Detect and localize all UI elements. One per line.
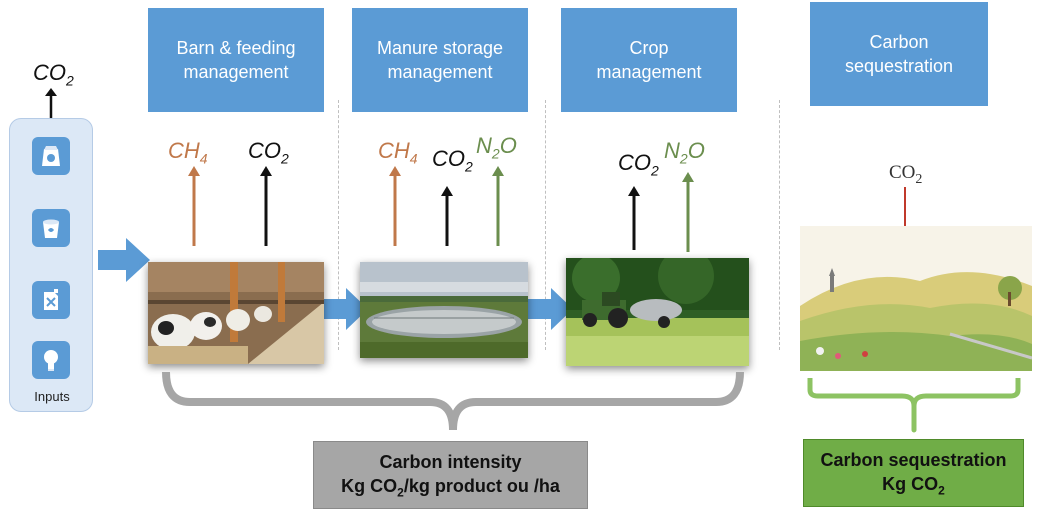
stage-box-barn: Barn & feeding management xyxy=(148,8,324,112)
carbon-intensity-box: Carbon intensity Kg CO2/kg product ou /h… xyxy=(313,441,588,509)
carbon-intensity-bracket xyxy=(162,372,744,431)
inputs-label: Inputs xyxy=(34,389,70,404)
stage-box-manure: Manure storage management xyxy=(352,8,528,112)
divider xyxy=(779,100,780,350)
carbon-sequestration-box: Carbon sequestration Kg CO2 xyxy=(803,439,1024,507)
ch4-arrow xyxy=(389,166,401,246)
co2-arrow xyxy=(628,186,640,250)
barn-photo xyxy=(148,262,324,364)
fuel-can-icon xyxy=(32,281,70,319)
up-arrow xyxy=(45,88,57,118)
crop-co2-label: CO2 xyxy=(618,150,659,179)
divider xyxy=(338,100,339,350)
stage-box-sequestration: Carbon sequestration xyxy=(810,2,988,106)
carbon-sequestration-title: Carbon sequestration xyxy=(820,450,1007,470)
manure-pit-photo xyxy=(360,262,528,358)
ch4-arrow xyxy=(188,166,200,246)
landscape-illustration xyxy=(800,226,1032,371)
manure-co2-label: CO2 xyxy=(432,146,473,175)
flow-arrow xyxy=(98,238,150,282)
electricity-bulb-icon xyxy=(32,341,70,379)
inputs-co2-label: CO2 xyxy=(33,60,74,89)
flow-arrow xyxy=(525,288,573,330)
inputs-panel: Inputs xyxy=(9,118,93,412)
co2-arrow xyxy=(441,186,453,246)
barn-ch4-label: CH4 xyxy=(168,138,208,167)
n2o-arrow xyxy=(682,172,694,252)
crop-n2o-label: N2O xyxy=(664,138,705,167)
flow-arrow xyxy=(320,288,368,330)
divider xyxy=(545,100,546,350)
water-bucket-icon xyxy=(32,209,70,247)
barn-co2-label: CO2 xyxy=(248,138,289,167)
carbon-sequestration-bracket xyxy=(807,378,1021,433)
manure-ch4-label: CH4 xyxy=(378,138,418,167)
carbon-intensity-unit: Kg CO2/kg product ou /ha xyxy=(341,476,560,500)
n2o-arrow xyxy=(492,166,504,246)
manure-n2o-label: N2O xyxy=(476,133,517,162)
carbon-sequestration-unit: Kg CO2 xyxy=(882,474,945,498)
co2-arrow xyxy=(260,166,272,246)
feed-bag-icon xyxy=(32,137,70,175)
sequestration-co2-label: CO2 xyxy=(889,162,923,187)
carbon-intensity-title: Carbon intensity xyxy=(379,452,522,472)
stage-box-crop: Crop management xyxy=(561,8,737,112)
tractor-field-photo xyxy=(566,258,749,366)
